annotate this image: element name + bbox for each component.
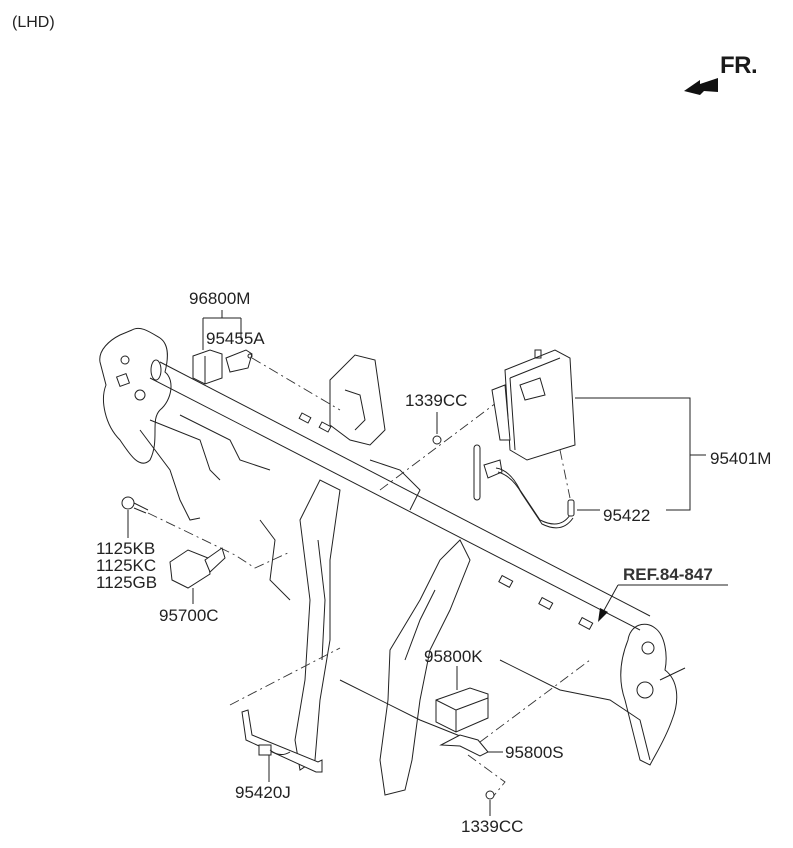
callout-lines-96800M bbox=[202, 310, 242, 350]
callout-95455A[interactable]: 95455A bbox=[206, 329, 265, 348]
leader-95420J-bracket bbox=[229, 647, 341, 706]
part-1125KB-bolt bbox=[121, 496, 149, 538]
part-1339CC-bottom bbox=[485, 790, 495, 816]
callout-1125KC[interactable]: 1125KC bbox=[96, 556, 157, 575]
callout-1339CC-top[interactable]: 1339CC bbox=[405, 391, 468, 410]
callout-95800K[interactable]: 95800K bbox=[424, 647, 483, 666]
callout-95420J[interactable]: 95420J bbox=[235, 783, 291, 802]
callout-95800S[interactable]: 95800S bbox=[505, 743, 564, 762]
leader-95455A bbox=[251, 357, 341, 411]
part-96800M bbox=[192, 349, 253, 385]
leader-1125KB bbox=[147, 512, 291, 569]
callout-1125GB[interactable]: 1125GB bbox=[96, 573, 158, 592]
part-95401M-module bbox=[491, 349, 576, 461]
front-arrow-icon bbox=[684, 78, 718, 95]
part-95800S-bracket bbox=[439, 734, 503, 757]
crossbar-frame bbox=[99, 327, 686, 796]
part-1339CC-top bbox=[432, 412, 442, 445]
direction-label: FR. bbox=[720, 52, 758, 79]
callout-96800M[interactable]: 96800M bbox=[189, 289, 251, 308]
reference-leader bbox=[598, 584, 728, 622]
callout-95700C[interactable]: 95700C bbox=[159, 606, 219, 625]
callout-lines-95401M bbox=[575, 397, 706, 511]
callout-95422[interactable]: 95422 bbox=[603, 506, 651, 525]
part-95800K bbox=[435, 666, 489, 733]
leader-95800S bbox=[467, 659, 591, 799]
part-95700C bbox=[169, 547, 226, 604]
callout-1339CC-bottom[interactable]: 1339CC bbox=[461, 817, 524, 836]
part-95422-antenna bbox=[473, 444, 575, 529]
leader-1339CC-top bbox=[379, 399, 501, 491]
variant-label: (LHD) bbox=[12, 14, 55, 31]
callout-1125KB[interactable]: 1125KB bbox=[96, 539, 156, 558]
reference-label[interactable]: REF.84-847 bbox=[623, 565, 713, 584]
callout-95401M[interactable]: 95401M bbox=[710, 449, 772, 468]
part-95420J bbox=[241, 709, 323, 782]
